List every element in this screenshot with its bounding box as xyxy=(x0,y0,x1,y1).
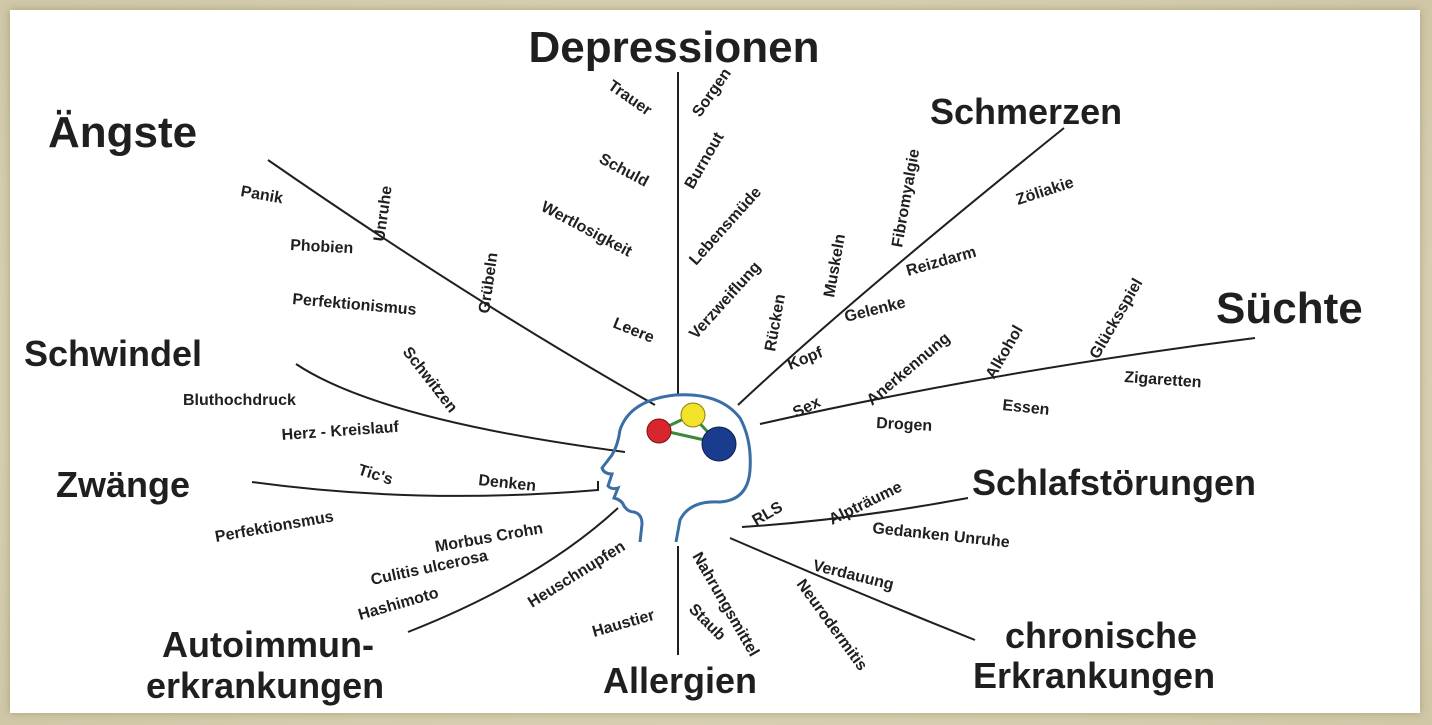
term-gedanken-unruhe: Gedanken Unruhe xyxy=(872,520,1011,551)
term-denken: Denken xyxy=(478,472,537,495)
term-kopf: Kopf xyxy=(785,344,826,374)
term-zigaretten: Zigaretten xyxy=(1124,369,1202,391)
category-suechte: Süchte xyxy=(1216,284,1363,333)
terms-chronische: Verdauung Neurodermitis xyxy=(793,557,896,674)
red-node xyxy=(647,419,671,443)
yellow-node xyxy=(681,403,705,427)
category-chronische-line2: Erkrankungen xyxy=(973,655,1215,696)
terms-allergien: Heuschnupfen Haustier Nahrungsmittel Sta… xyxy=(525,538,762,660)
category-aengste: Ängste xyxy=(48,108,197,157)
term-schuld: Schuld xyxy=(596,151,651,191)
term-leere: Leere xyxy=(611,315,657,347)
term-drogen: Drogen xyxy=(876,415,933,435)
term-gluecksspiel: Glücksspiel xyxy=(1087,276,1147,362)
term-schwitzen: Schwitzen xyxy=(399,344,461,416)
category-allergien: Allergien xyxy=(603,660,757,701)
branch-aengste xyxy=(268,160,655,405)
term-perfektionismus: Perfektionismus xyxy=(292,291,418,319)
term-culitis-ulcerosa: Culitis ulcerosa xyxy=(369,547,489,588)
term-anerkennung: Anerkennung xyxy=(864,330,954,409)
term-herz-kreislauf: Herz - Kreislauf xyxy=(281,419,400,444)
term-verdauung: Verdauung xyxy=(811,557,895,593)
terms-depressionen: Trauer Sorgen Schuld Burnout Wertlosigke… xyxy=(538,65,765,346)
term-trauer: Trauer xyxy=(605,77,655,119)
term-lebensmuede: Lebensmüde xyxy=(686,184,765,269)
term-alptraeume: Alpträume xyxy=(826,479,905,529)
term-sex: Sex xyxy=(790,394,823,422)
term-wertlosigkeit: Wertlosigkeit xyxy=(538,199,635,261)
term-burnout: Burnout xyxy=(682,129,728,192)
term-tics: Tic's xyxy=(356,462,395,489)
term-muskeln: Muskeln xyxy=(821,233,849,299)
category-depressionen: Depressionen xyxy=(529,23,820,72)
term-gruebeln: Grübeln xyxy=(476,251,501,314)
category-chronische-line1: chronische xyxy=(1005,615,1197,656)
term-haustier: Haustier xyxy=(590,607,656,641)
terms-aengste: Panik Unruhe Phobien Grübeln Perfektioni… xyxy=(239,183,501,319)
term-morbus-crohn: Morbus Crohn xyxy=(434,520,545,556)
terms-schwindel: Schwitzen Bluthochdruck Herz - Kreislauf xyxy=(183,344,460,444)
term-sorgen: Sorgen xyxy=(689,65,735,120)
term-fibromyalgie: Fibromyalgie xyxy=(889,148,923,249)
term-bluthochdruck: Bluthochdruck xyxy=(183,392,296,409)
category-schlafstoerungen: Schlafstörungen xyxy=(972,462,1256,503)
blue-node xyxy=(702,427,736,461)
term-ruecken: Rücken xyxy=(762,293,789,353)
term-verzweiflung: Verzweiflung xyxy=(686,259,764,343)
term-neurodermitis: Neurodermitis xyxy=(793,576,871,674)
term-essen: Essen xyxy=(1002,397,1051,419)
term-perfektionsmus: Perfektionsmus xyxy=(214,508,335,546)
term-phobien: Phobien xyxy=(290,237,354,257)
term-gelenke: Gelenke xyxy=(843,294,908,326)
term-zoeliakie: Zöliakie xyxy=(1014,174,1076,209)
term-unruhe: Unruhe xyxy=(371,185,396,243)
category-schwindel: Schwindel xyxy=(24,333,202,374)
category-zwaenge: Zwänge xyxy=(56,464,190,505)
term-heuschnupfen: Heuschnupfen xyxy=(525,538,628,611)
term-panik: Panik xyxy=(239,183,284,207)
branch-zwaenge xyxy=(252,482,598,496)
terms-autoimmun: Morbus Crohn Culitis ulcerosa Hashimoto xyxy=(356,520,544,624)
term-hashimoto: Hashimoto xyxy=(356,585,440,624)
category-autoimmun-line1: Autoimmun- xyxy=(162,624,374,665)
branch-chronische xyxy=(730,538,975,640)
category-autoimmun-line2: erkrankungen xyxy=(146,665,384,706)
head-profile-icon xyxy=(602,395,750,542)
category-schmerzen: Schmerzen xyxy=(930,91,1122,132)
terms-suechte: Glücksspiel Alkohol Anerkennung Zigarett… xyxy=(790,276,1202,435)
